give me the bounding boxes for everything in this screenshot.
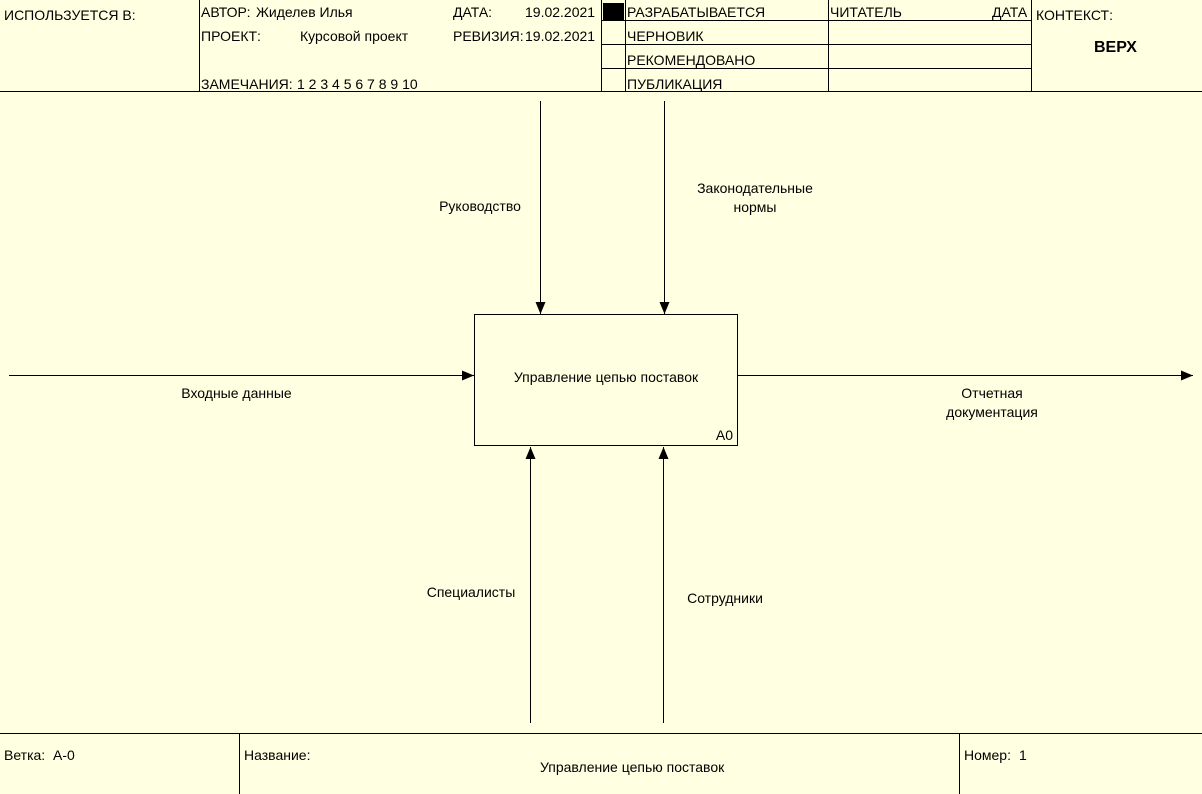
mechanism-label-2[interactable]: Сотрудники xyxy=(687,590,763,606)
control-label-1[interactable]: Руководство xyxy=(439,198,521,214)
number-value: 1 xyxy=(1019,747,1027,763)
footer-frame xyxy=(0,733,1202,794)
title-label: Название: xyxy=(244,747,311,763)
revision-label: РЕВИЗИЯ: xyxy=(453,28,524,44)
project-label: ПРОЕКТ: xyxy=(201,28,261,44)
node-label: Ветка: xyxy=(4,747,46,763)
revision-value: 19.02.2021 xyxy=(525,28,596,44)
mechanism-label-1[interactable]: Специалисты xyxy=(426,584,516,600)
status-publication: ПУБЛИКАЦИЯ xyxy=(627,76,723,92)
reader-label: ЧИТАТЕЛЬ xyxy=(830,4,902,20)
status-draft: ЧЕРНОВИК xyxy=(627,28,704,44)
function-name: Управление цепью поставок xyxy=(513,369,699,385)
active-status-marker xyxy=(603,3,624,21)
notes-value: 1 2 3 4 5 6 7 8 9 10 xyxy=(297,76,418,92)
context-value: ВЕРХ xyxy=(1094,39,1137,56)
node-value: A-0 xyxy=(53,747,75,763)
project-value: Курсовой проект xyxy=(300,28,409,44)
status-recommended: РЕКОМЕНДОВАНО xyxy=(627,52,756,68)
reader-date-label: ДАТА xyxy=(992,4,1028,20)
used-in-label: ИСПОЛЬЗУЕТСЯ В: xyxy=(4,7,136,23)
status-working: РАЗРАБАТЫВАЕТСЯ xyxy=(627,4,766,20)
date-label: ДАТА: xyxy=(453,4,493,20)
context-label: КОНТЕКСТ: xyxy=(1036,7,1113,23)
diagram-title: Управление цепью поставок xyxy=(540,759,725,775)
number-label: Номер: xyxy=(964,747,1011,763)
date-value: 19.02.2021 xyxy=(525,4,596,20)
control-label-2[interactable]: Законодательные нормы xyxy=(697,180,813,215)
function-number: A0 xyxy=(715,427,733,443)
author-label: АВТОР: xyxy=(201,4,251,20)
header-frame xyxy=(0,0,1202,92)
author-value: Жиделев Илья xyxy=(256,4,353,20)
input-label[interactable]: Входные данные xyxy=(181,385,292,401)
notes-label: ЗАМЕЧАНИЯ: xyxy=(201,76,293,92)
output-label[interactable]: Отчетная документация xyxy=(946,385,1038,420)
function-box-a0[interactable]: Управление цепью поставок A0 xyxy=(474,314,738,446)
